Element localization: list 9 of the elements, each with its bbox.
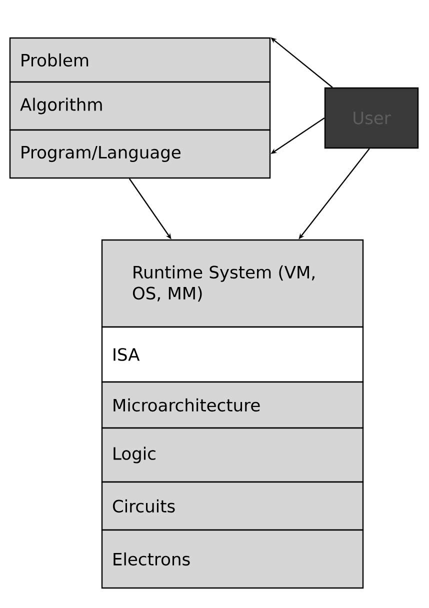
layer-box: Electrons	[101, 529, 364, 589]
layer-box: Logic	[101, 427, 364, 483]
layer-box: Circuits	[101, 481, 364, 531]
layer-box: Microarchitecture	[101, 381, 364, 429]
layer-box: Runtime System (VM, OS, MM)	[101, 239, 364, 328]
layer-box: Algorithm	[9, 81, 271, 131]
layer-box: Program/Language	[9, 129, 271, 179]
layer-box: Problem	[9, 37, 271, 83]
layer-box: ISA	[101, 326, 364, 383]
